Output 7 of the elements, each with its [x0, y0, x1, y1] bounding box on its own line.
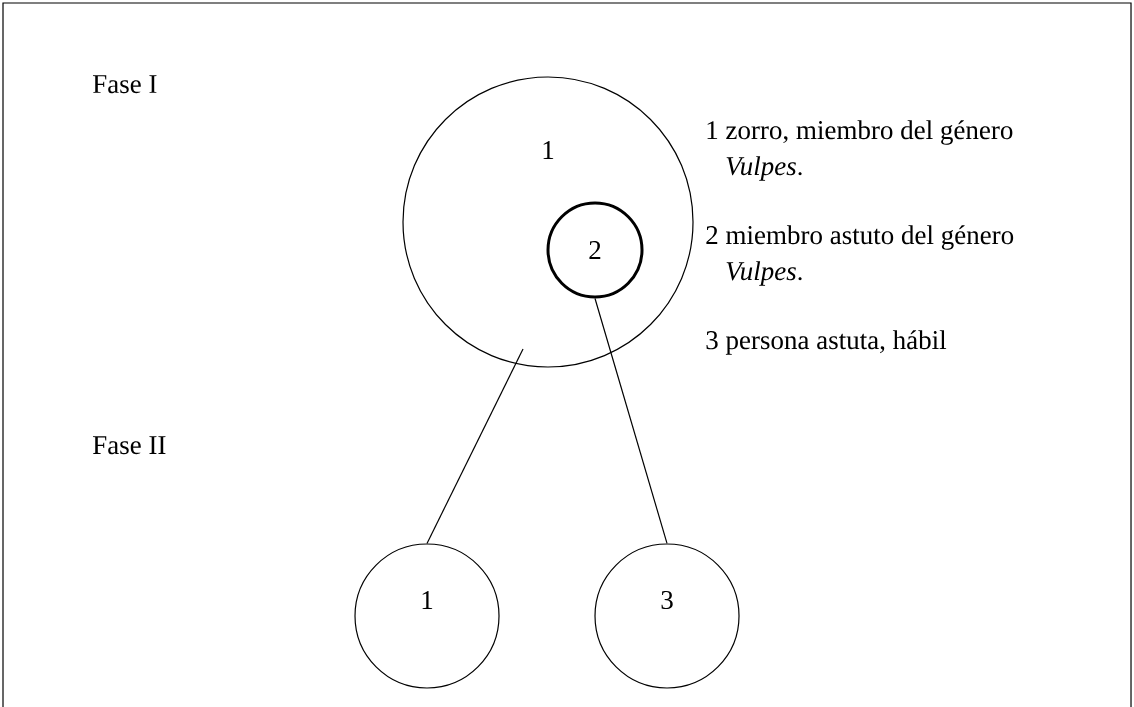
phase-label: Fase II — [93, 436, 166, 455]
legend-text: 2 miembro astuto del género Vulpes. — [706, 225, 1014, 286]
connector-line — [594, 297, 668, 544]
phase-label: Fase I — [93, 75, 157, 94]
legend-text: 3 persona astuta, hábil — [706, 330, 947, 355]
legend-text: 1 zorro, miembro del género Vulpes. — [707, 120, 1013, 181]
connector-line — [426, 348, 524, 544]
